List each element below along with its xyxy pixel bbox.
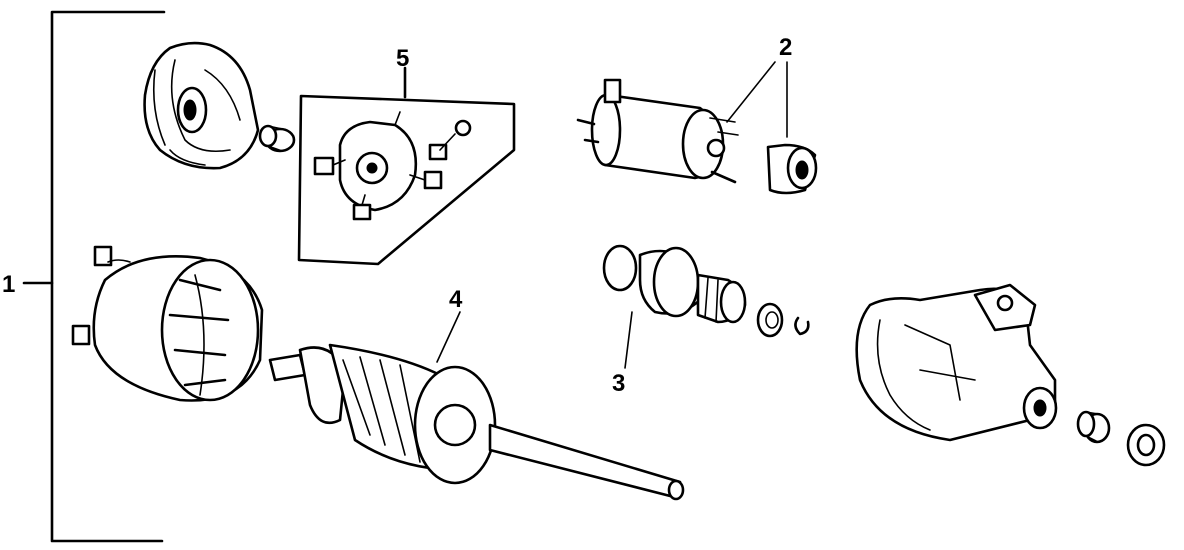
pinion-spring [756, 302, 810, 338]
end-cover-bushing [258, 124, 296, 153]
drive-end-washer [1126, 423, 1166, 467]
brush-holder-group [297, 66, 516, 266]
callout-1: 1 [2, 271, 15, 298]
callout-4: 4 [449, 286, 463, 313]
callout-3: 3 [612, 370, 625, 397]
callout-5: 5 [396, 45, 409, 72]
callout-2: 2 [779, 34, 792, 61]
field-frame [71, 245, 264, 402]
end-cover [143, 41, 260, 170]
drive-end-housing [855, 283, 1058, 442]
assembly-bracket [22, 10, 166, 543]
solenoid [576, 61, 776, 184]
armature [268, 311, 685, 501]
drive-pinion [602, 244, 747, 369]
drive-end-bushing [1076, 410, 1111, 444]
solenoid-plunger [766, 61, 818, 195]
